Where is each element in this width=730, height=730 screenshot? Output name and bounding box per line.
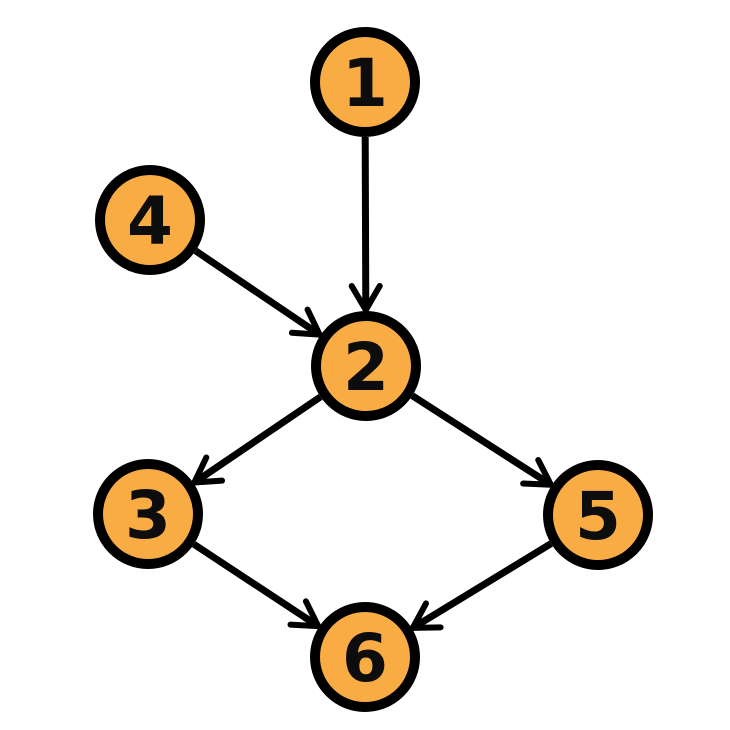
node-circle-1 <box>310 27 420 137</box>
graph-node-2: 2 <box>311 311 421 421</box>
graph-edge-3-6 <box>191 541 322 630</box>
graph-node-4: 4 <box>95 165 205 275</box>
node-circle-5 <box>543 460 653 570</box>
node-circle-4 <box>95 165 205 275</box>
node-circle-3 <box>93 459 203 569</box>
graph-edge-1-2 <box>348 136 383 314</box>
graph-edge-2-5 <box>410 392 554 488</box>
graph-node-1: 1 <box>310 27 420 137</box>
node-circle-2 <box>311 311 421 421</box>
graph-edge-2-3 <box>191 393 323 486</box>
graph-node-6: 6 <box>310 602 420 712</box>
graph-edge-5-6 <box>409 540 553 631</box>
edges-layer <box>191 136 554 631</box>
graph-edge-4-2 <box>193 247 323 338</box>
graph-node-3: 3 <box>93 459 203 569</box>
node-circle-6 <box>310 602 420 712</box>
graph-node-5: 5 <box>543 460 653 570</box>
